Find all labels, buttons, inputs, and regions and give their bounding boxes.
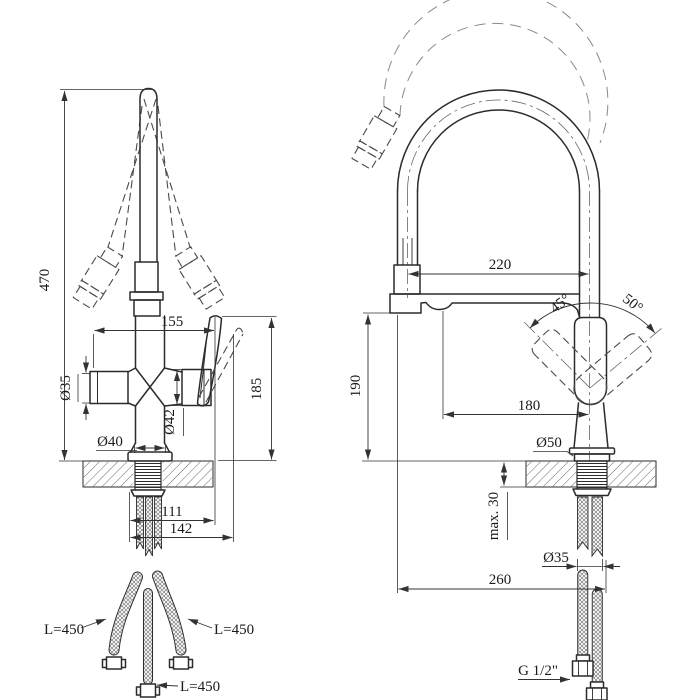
label-hose-length-center: L=450: [180, 679, 220, 695]
dim-label-shank-diameter: Ø35: [543, 550, 569, 566]
dim-label-body-height: 185: [249, 378, 265, 401]
side-shank-and-hoses: [571, 460, 612, 700]
dim-label-offset-small: 111: [161, 504, 182, 520]
hose-fitting-left: [101, 656, 127, 670]
hose-fitting-side-left: [571, 654, 594, 677]
hose-fitting-right: [168, 656, 194, 670]
dim-label-spread-width: 155: [161, 314, 184, 330]
front-faucet-body: [89, 87, 244, 462]
dim-label-mount-thickness: max. 30: [486, 492, 502, 540]
dim-label-spout-reach: 180: [518, 398, 541, 414]
dim-label-spout-height: 190: [348, 375, 364, 398]
dim-label-cartridge-diameter: Ø42: [162, 409, 178, 435]
label-hose-length-left: L=450: [44, 622, 84, 638]
dim-label-front-base-diameter: Ø40: [97, 434, 123, 450]
front-shank-and-hoses: [101, 460, 194, 698]
dim-label-overall-height: 470: [37, 269, 53, 292]
spray-head-swing-dashed: [72, 98, 226, 310]
dim-label-offset-large: 142: [170, 521, 193, 537]
dim-label-left-handle-diameter: Ø35: [58, 375, 74, 401]
front-countertop: [82, 460, 214, 488]
spray-head-side-dashed: [351, 105, 401, 170]
hose-swing-dashed: [351, 0, 609, 170]
dim-label-tilt-right: 50°: [619, 291, 645, 317]
dim-label-side-base-diameter: Ø50: [536, 435, 562, 451]
dim-label-connection-thread: G 1/2": [518, 663, 558, 679]
hose-fitting-center: [135, 683, 161, 698]
dim-label-arch-width: 220: [489, 257, 512, 273]
front-dimensions: 470 155 Ø35 Ø42 Ø40 185: [37, 89, 277, 695]
side-dimensions: 220 45° 50° 190 180 Ø50 max. 30 Ø35: [348, 257, 656, 683]
label-hose-length-right: L=450: [214, 622, 254, 638]
dim-label-overall-depth: 260: [489, 572, 512, 588]
spray-head-right-dashed: [174, 246, 226, 310]
front-view: 470 155 Ø35 Ø42 Ø40 185: [37, 87, 277, 698]
spray-head-left-dashed: [72, 246, 124, 310]
side-view: 220 45° 50° 190 180 Ø50 max. 30 Ø35: [348, 0, 663, 700]
hose-fitting-side-right: [585, 681, 608, 700]
